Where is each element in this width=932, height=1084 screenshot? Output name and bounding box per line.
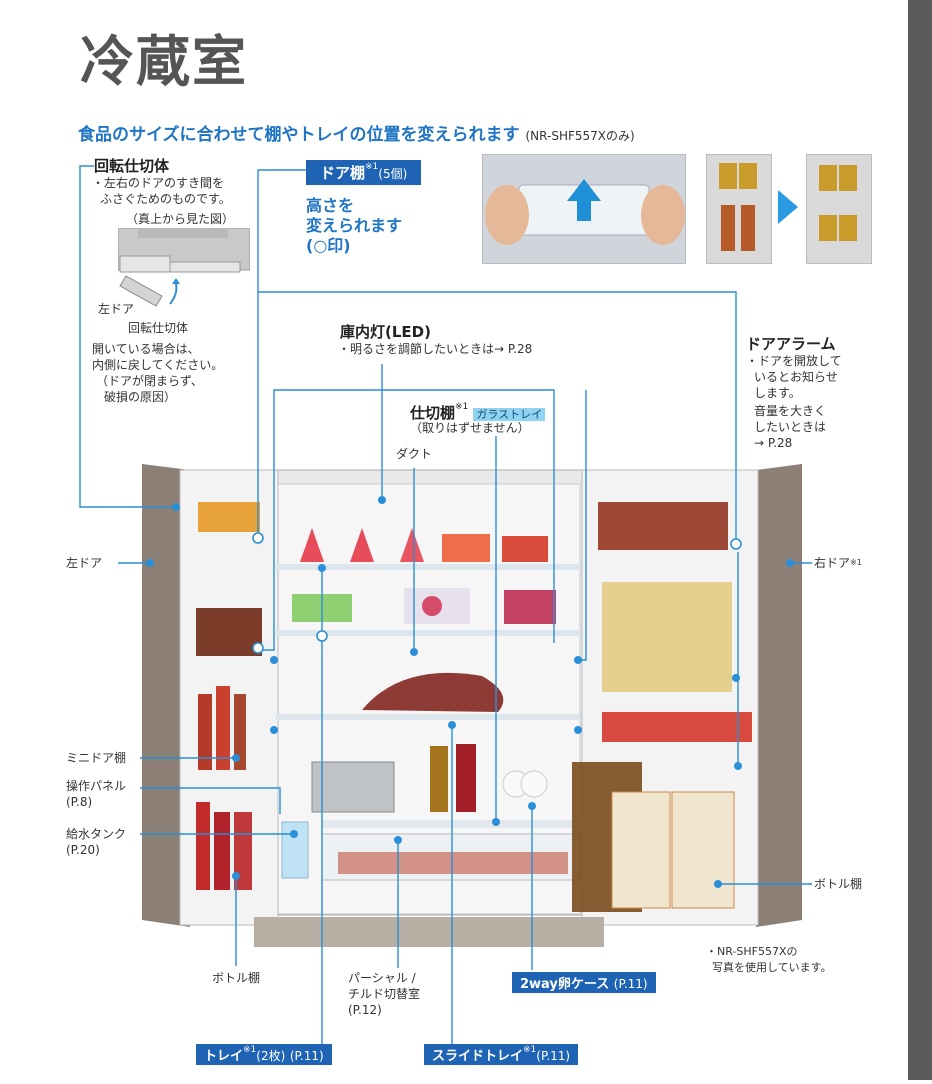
right-door-text: 右ドア — [814, 556, 851, 570]
page-title: 冷蔵室 — [80, 30, 248, 93]
partial-chilled-page: (P.12) — [348, 1003, 382, 1017]
egg-case-tag: 2way卵ケース (P.11) — [512, 972, 656, 993]
water-tank-page: (P.20) — [66, 843, 100, 857]
door-shelf-tag-count: (5個) — [378, 167, 408, 181]
alarm-heading: ドアアラーム — [746, 335, 836, 353]
control-panel-label: 操作パネル — [66, 779, 127, 793]
partition-sub: （取りはずせません） — [410, 421, 530, 435]
kaiten-topview-caption: （真上から見た図） — [126, 212, 235, 226]
partial-chilled-label-2: チルド切替室 — [348, 987, 421, 1001]
kaiten-note-1: 開いている場合は、 — [92, 342, 200, 356]
photo-shelf-before — [706, 154, 772, 264]
mini-door-shelf-label: ミニドア棚 — [66, 751, 127, 765]
slide-tray-page: (P.11) — [536, 1049, 571, 1063]
arrow-right-icon — [778, 190, 798, 228]
duct-label: ダクト — [396, 447, 433, 461]
tray-tag: トレイ※1(2枚) (P.11) — [196, 1044, 332, 1065]
fridge-photo — [142, 462, 802, 952]
alarm-line-1: ・ドアを開放して — [746, 354, 842, 368]
photo-shelf-after — [806, 154, 872, 264]
section-subtitle: 食品のサイズに合わせて棚やトレイの位置を変えられます (NR-SHF557Xのみ) — [78, 120, 635, 145]
alarm-line-5: したいときは — [754, 420, 827, 434]
subtitle-note: (NR-SHF557Xのみ) — [525, 129, 635, 143]
bottle-shelf-right-label: ボトル棚 — [814, 877, 863, 891]
tray-sup: ※1 — [243, 1045, 257, 1055]
slide-tray-label: スライドトレイ — [432, 1049, 524, 1064]
slide-tray-sup: ※1 — [523, 1045, 537, 1055]
right-door-label: 右ドア※1 — [814, 555, 862, 571]
door-shelf-line-2: 変えられます — [306, 216, 403, 235]
light-desc: ・明るさを調節したいときは→ P.28 — [338, 342, 533, 356]
door-shelf-tag: ドア棚※1(5個) — [306, 160, 422, 185]
kaiten-desc-1: ・左右のドアのすき間を — [92, 176, 225, 190]
slide-tray-tag: スライドトレイ※1(P.11) — [424, 1044, 579, 1065]
right-door-sup: ※1 — [850, 558, 862, 567]
kaiten-top-view-figure — [117, 227, 251, 310]
kaiten-note-4: 破損の原因） — [104, 390, 177, 404]
partition-heading: 仕切棚 — [410, 404, 456, 422]
alarm-line-2: いるとお知らせ — [754, 370, 838, 384]
door-shelf-tag-sup: ※1 — [365, 162, 379, 172]
control-panel-page: (P.8) — [66, 795, 93, 809]
egg-case-page: (P.11) — [613, 977, 648, 991]
kaiten-part-label: 回転仕切体 — [128, 321, 189, 335]
photo-note-2: 写真を使用しています。 — [712, 961, 832, 974]
kaiten-desc-2: ふさぐためのものです。 — [100, 192, 231, 206]
tray-count: (2枚) — [256, 1049, 286, 1063]
page-edge-bar — [908, 0, 932, 1080]
photo-note-1: ・NR-SHF557Xの — [706, 945, 798, 958]
left-door-label: 左ドア — [66, 556, 103, 570]
light-heading: 庫内灯(LED) — [340, 323, 431, 341]
door-shelf-line-1: 高さを — [306, 196, 355, 215]
egg-case-label: 2way卵ケース — [520, 977, 610, 992]
kaiten-heading: 回転仕切体 — [94, 157, 170, 175]
door-shelf-line-3: (○印) — [306, 236, 351, 255]
partition-badge: ガラストレイ — [473, 408, 546, 421]
alarm-line-6: → P.28 — [754, 436, 793, 450]
photo-lifting-shelf — [482, 154, 686, 264]
kaiten-note-2: 内側に戻してください。 — [92, 358, 224, 372]
partition-label: 仕切棚※1 ガラストレイ — [410, 402, 546, 423]
kaiten-left-door-label: 左ドア — [98, 302, 135, 316]
door-shelf-tag-label: ドア棚 — [320, 164, 366, 182]
alarm-line-3: します。 — [754, 386, 801, 400]
partial-chilled-label-1: パーシャル / — [348, 971, 416, 985]
water-tank-label: 給水タンク — [66, 827, 127, 841]
tray-label: トレイ — [204, 1049, 244, 1064]
tray-page: (P.11) — [289, 1049, 324, 1063]
kaiten-note-3: （ドアが閉まらず、 — [96, 374, 203, 388]
alarm-line-4: 音量を大きく — [754, 404, 827, 418]
partition-sup: ※1 — [455, 402, 469, 412]
bottle-shelf-left-label: ボトル棚 — [212, 971, 261, 985]
subtitle-text: 食品のサイズに合わせて棚やトレイの位置を変えられます — [78, 125, 520, 145]
